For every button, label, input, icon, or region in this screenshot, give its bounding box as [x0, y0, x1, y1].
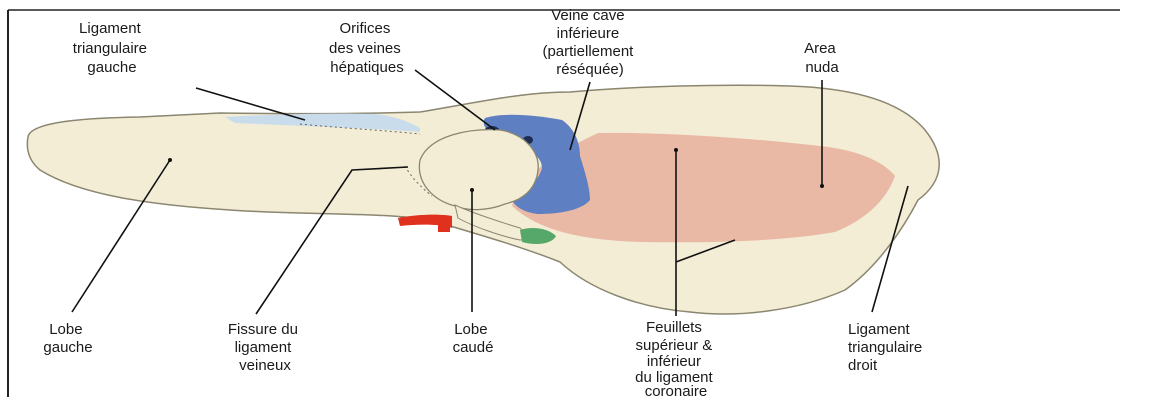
label-area-nuda: Area nuda	[804, 40, 840, 76]
dot-lobe-caude	[470, 188, 474, 192]
label-orifices-veines-hepatiques: Orifices des veines hépatiques	[329, 20, 405, 76]
red-vessel-cap	[438, 216, 450, 232]
caudate-lobe	[419, 130, 538, 210]
label-veine-cave-inferieure: Veine cave inférieure (partiellement rés…	[542, 7, 637, 78]
dot-feuillets	[674, 148, 678, 152]
label-lobe-gauche: Lobe gauche	[43, 321, 92, 356]
dot-lobe-gauche	[168, 158, 172, 162]
label-fissure-ligament-veineux: Fissure du ligament veineux	[228, 321, 302, 374]
label-lobe-caude: Lobe caudé	[453, 321, 494, 356]
label-feuillets-ligament-coronaire: Feuillets supérieur & inférieur du ligam…	[635, 319, 717, 397]
label-ligament-triangulaire-droit: Ligament triangulaire droit	[848, 321, 926, 374]
label-ligament-triangulaire-gauche: Ligament triangulaire gauche	[73, 20, 151, 76]
dot-area-nuda	[820, 184, 824, 188]
